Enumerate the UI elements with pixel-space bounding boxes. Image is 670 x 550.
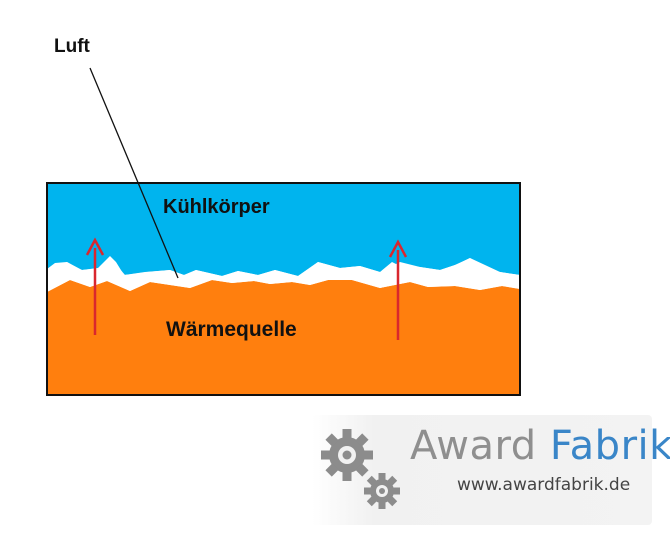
logo-word-fabrik: Fabrik: [549, 423, 670, 469]
heat-source-block: [47, 280, 520, 395]
logo-url: www.awardfabrik.de: [457, 475, 631, 495]
logo-word-award: Award: [410, 423, 537, 469]
air-leader-line: [89, 67, 179, 279]
gear-icon: [321, 429, 400, 509]
logo-wordmark: Award Fabrik: [410, 423, 670, 469]
assembly-outline: [46, 182, 521, 396]
heatsink-block: [47, 183, 520, 276]
heatsink-label: Kühlkörper: [163, 196, 270, 218]
air-gap: [47, 256, 520, 292]
heat-source-label: Wärmequelle: [166, 318, 297, 341]
award-fabrik-logo: Award Fabrik www.awardfabrik.de: [312, 415, 670, 525]
air-label: Luft: [54, 36, 90, 57]
heat-arrow-left: [85, 237, 105, 335]
heat-arrow-right: [388, 239, 408, 340]
